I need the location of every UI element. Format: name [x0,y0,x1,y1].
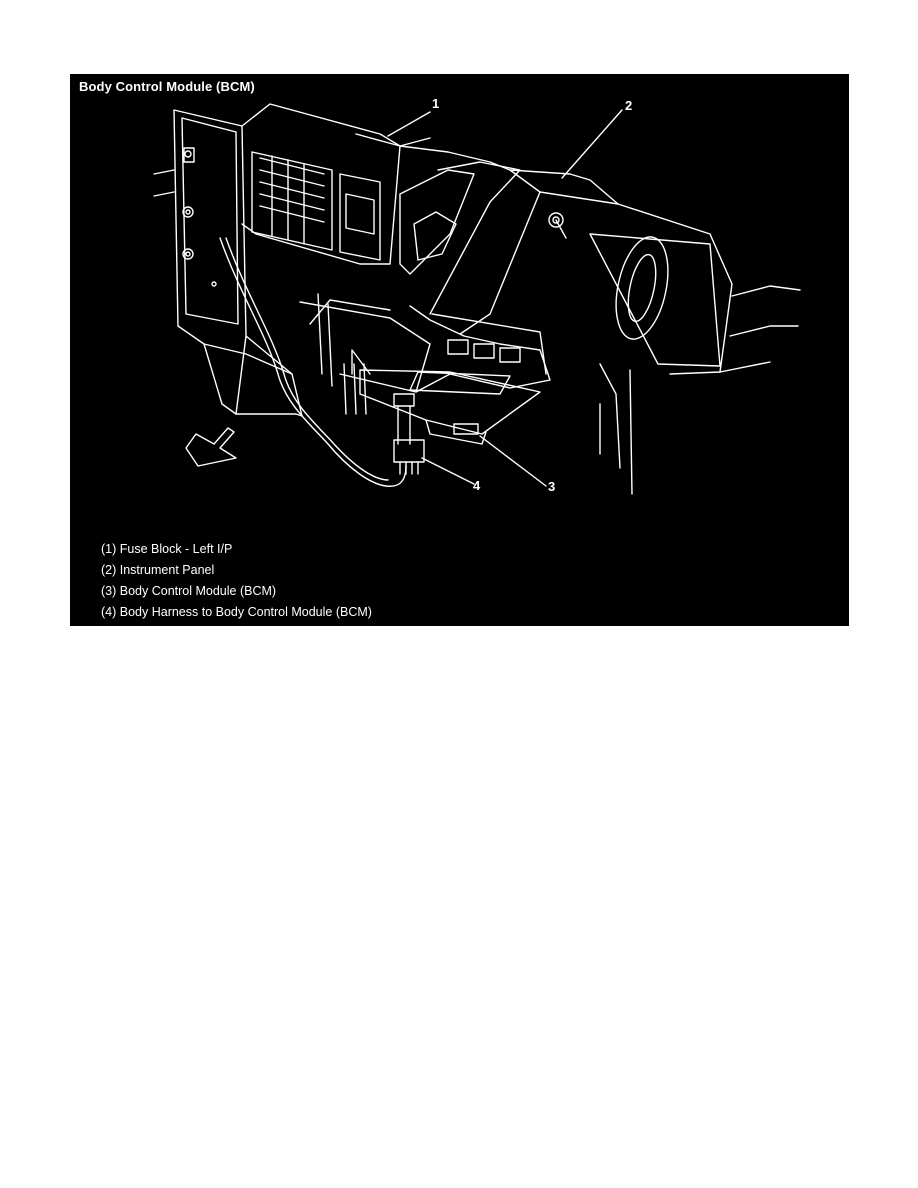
legend-item-4: (4) Body Harness to Body Control Module … [101,605,372,619]
callout-2: 2 [625,98,633,113]
legend-item-1: (1) Fuse Block - Left I/P [101,542,233,556]
legend-item-3: (3) Body Control Module (BCM) [101,584,277,598]
diagram-figure: Body Control Module (BCM) [70,74,849,626]
figure-title: Body Control Module (BCM) [79,79,255,94]
callout-1: 1 [432,96,440,111]
callout-3: 3 [548,479,556,494]
callout-4: 4 [473,478,481,493]
bcm-line-drawing [153,103,801,495]
legend-item-2: (2) Instrument Panel [101,563,215,577]
legend: (1) Fuse Block - Left I/P (2) Instrument… [101,539,372,623]
